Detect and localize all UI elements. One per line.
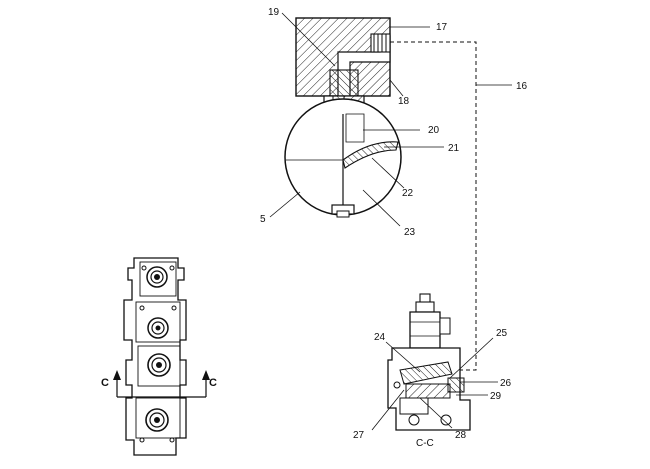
- port-4: [145, 408, 169, 432]
- accumulator-sphere: [284, 98, 402, 218]
- callout-5: 5: [260, 214, 266, 225]
- callout-25: 25: [496, 328, 508, 339]
- pilot-line: 16: [390, 41, 528, 371]
- callout-21: 21: [448, 143, 460, 154]
- callout-26: 26: [500, 378, 512, 389]
- port-2: [147, 317, 169, 339]
- callout-22: 22: [402, 188, 414, 199]
- mounting-block: [295, 17, 391, 97]
- valve-body-top-view: [123, 257, 187, 456]
- callout-23: 23: [404, 227, 416, 238]
- callout-28: 28: [455, 430, 467, 441]
- section-view-label: C-C: [416, 438, 434, 449]
- callout-16: 16: [516, 81, 528, 92]
- port-1: [146, 266, 168, 288]
- callout-27: 27: [353, 430, 365, 441]
- section-view-cc: 24 25 26 29 27 28 C-C: [353, 293, 512, 449]
- callout-19: 19: [268, 7, 280, 18]
- section-cut-line: [113, 370, 210, 398]
- section-markers: C C: [101, 377, 217, 389]
- accumulator-assembly: 19 17 18 20 21 22 23 5: [260, 7, 460, 238]
- callout-20: 20: [428, 125, 440, 136]
- accumulator-callouts: 19 17 18 20 21 22 23 5: [260, 7, 460, 238]
- callout-24: 24: [374, 332, 386, 343]
- port-3: [147, 353, 171, 377]
- section-marker-right: C: [209, 377, 217, 389]
- callout-17: 17: [436, 22, 448, 33]
- section-marker-left: C: [101, 377, 109, 389]
- callout-29: 29: [490, 391, 502, 402]
- callout-18: 18: [398, 96, 410, 107]
